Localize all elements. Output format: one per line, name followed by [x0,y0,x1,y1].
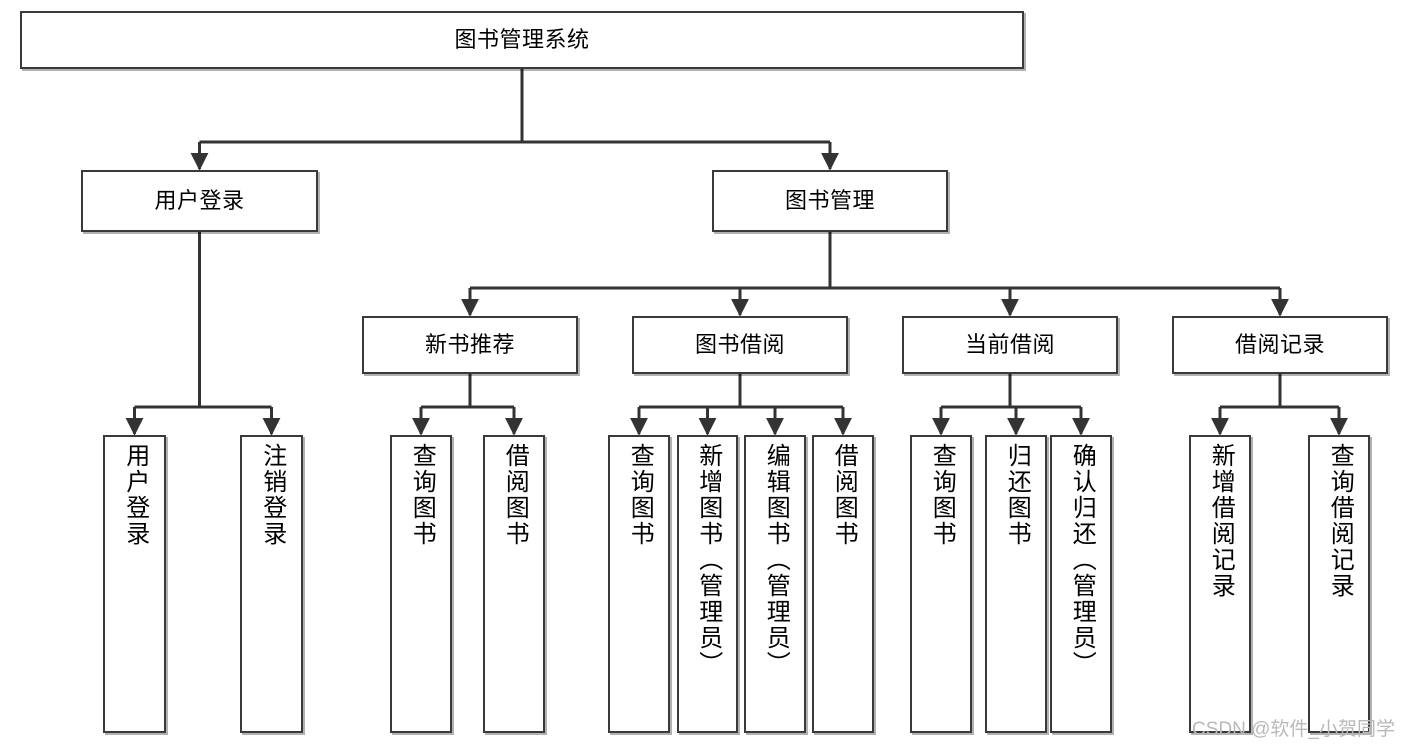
node-leaf-confirm-return-admin[interactable]: 确认归还（管理员） [1050,435,1112,733]
node-label: 新增图书（管理员） [694,443,722,677]
csdn-watermark: CSDN @软件_小贺同学 [1192,719,1395,740]
node-book-borrow[interactable]: 图书借阅 [632,316,848,374]
node-leaf-add-borrow-record[interactable]: 新增借阅记录 [1189,435,1251,733]
node-label: 注销登录 [258,443,286,547]
node-leaf-query-book-3[interactable]: 查询图书 [910,435,972,733]
node-label: 用户登录 [154,188,245,214]
node-label: 图书管理 [784,188,875,214]
node-label: 借阅图书 [501,443,529,547]
node-label: 借阅记录 [1234,332,1325,358]
node-label: 归还图书 [1003,443,1031,547]
node-current-borrow[interactable]: 当前借阅 [902,316,1118,374]
node-label: 用户登录 [121,443,149,547]
node-label: 查询图书 [928,443,956,547]
node-leaf-add-book-admin[interactable]: 新增图书（管理员） [677,435,738,733]
node-label: 确认归还（管理员） [1068,443,1096,677]
node-label: 查询图书 [408,443,436,547]
node-label: 图书管理系统 [454,27,590,53]
node-leaf-query-borrow-record[interactable]: 查询借阅记录 [1308,435,1370,733]
node-label: 新增借阅记录 [1207,443,1235,599]
node-leaf-edit-book-admin[interactable]: 编辑图书（管理员） [744,435,806,733]
node-leaf-query-book-2[interactable]: 查询图书 [608,435,670,733]
node-leaf-user-logout[interactable]: 注销登录 [240,435,303,733]
node-root[interactable]: 图书管理系统 [20,11,1024,69]
node-book-manage[interactable]: 图书管理 [712,170,948,232]
node-label: 图书借阅 [694,332,785,358]
node-label: 借阅图书 [830,443,858,547]
node-leaf-borrow-book-1[interactable]: 借阅图书 [483,435,545,733]
node-label: 查询借阅记录 [1326,443,1354,599]
node-borrow-record[interactable]: 借阅记录 [1172,316,1388,374]
node-leaf-query-book-1[interactable]: 查询图书 [390,435,452,733]
node-label: 编辑图书（管理员） [762,443,790,677]
node-label: 当前借阅 [964,332,1055,358]
node-new-book-recommend[interactable]: 新书推荐 [362,316,578,374]
node-leaf-return-book[interactable]: 归还图书 [985,435,1047,733]
node-label: 查询图书 [626,443,654,547]
node-leaf-user-login[interactable]: 用户登录 [103,435,166,733]
node-user-login[interactable]: 用户登录 [81,170,318,232]
node-leaf-borrow-book-2[interactable]: 借阅图书 [812,435,874,733]
node-label: 新书推荐 [424,332,515,358]
